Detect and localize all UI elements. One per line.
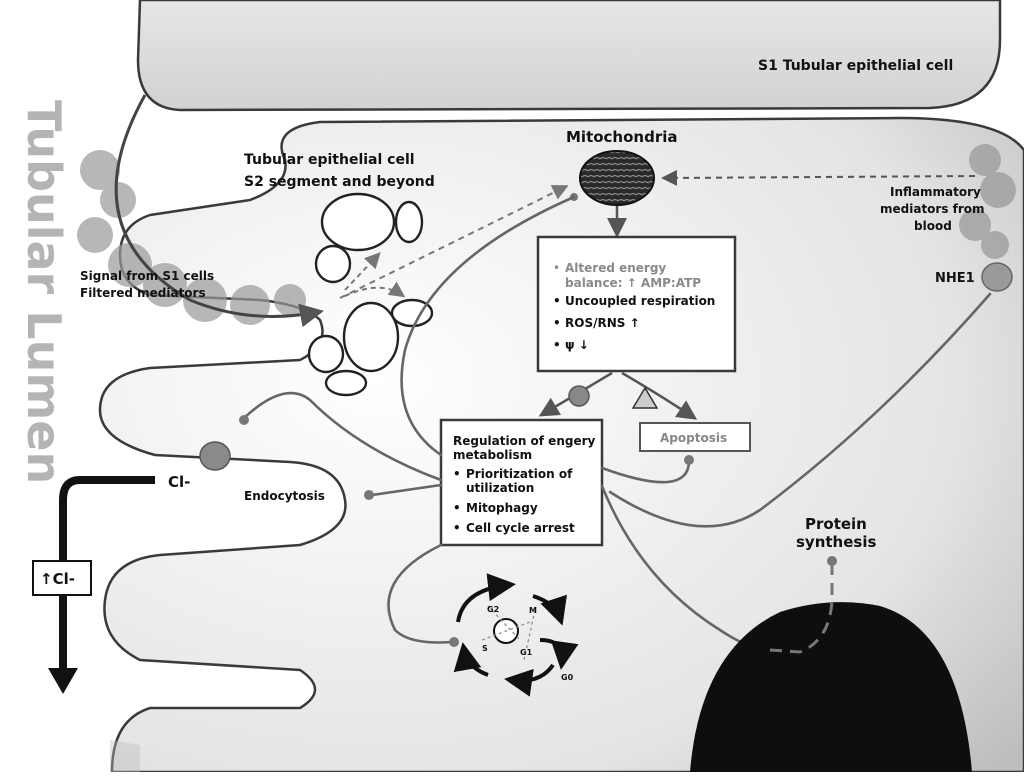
regulation-to-apoptosis-line [600, 458, 691, 484]
cycle-arrow-top [456, 573, 516, 623]
signal-to-vesicle-dashed [344, 252, 381, 291]
protein-label-line1: Protein [805, 515, 867, 533]
cycle-arrow-g0 [539, 638, 579, 670]
effects-to-apoptosis-arrow [621, 371, 698, 420]
cell-cycle-diagram: G2 M S G1 G0 [453, 573, 579, 697]
cl-flow-arrowhead [48, 668, 78, 694]
protein-synthesis-dashed [769, 565, 834, 654]
mitochondria-label: Mitochondria [566, 128, 678, 146]
nhe1-label: NHE1 [935, 271, 975, 286]
regulation-item-1b: utilization [466, 481, 534, 495]
apoptosis-box [639, 422, 751, 452]
cycle-arrow-bottom [504, 663, 555, 697]
lumen-fold-shading [110, 740, 140, 772]
cellcycle-dot [449, 637, 459, 647]
effects-bullet-1: • [553, 261, 560, 275]
phase-g0: G0 [561, 673, 574, 682]
cycle-arrow-right [532, 594, 567, 626]
mitochondria-icon [579, 150, 655, 206]
regulation-bullet-2: • [453, 501, 461, 515]
phase-s: S [482, 644, 488, 653]
lumen-label: Tubular Lumen [17, 100, 71, 484]
regulation-item-3: Cell cycle arrest [466, 521, 575, 535]
effects-bullet-4: • [553, 338, 561, 352]
hazard-triangle-icon [631, 386, 659, 409]
cl-label: Cl- [168, 473, 190, 491]
cl-channel-icon [199, 441, 231, 471]
protein-label-line2: synthesis [796, 533, 876, 551]
inflammatory-label-line3: blood [914, 219, 952, 233]
regulation-box [439, 418, 604, 547]
phase-g1: G1 [520, 648, 533, 657]
cycle-arrow-left [453, 642, 489, 677]
inflammatory-cloud [959, 144, 1016, 259]
regulation-bullet-1: • [453, 467, 461, 481]
effects-item-2: ROS/RNS ↑ [565, 316, 640, 330]
inflammatory-dashed-arrow [661, 169, 976, 186]
signal-label-line1: Signal from S1 cells [80, 269, 214, 283]
phase-m: M [529, 606, 537, 615]
mito-effects-box [536, 235, 737, 373]
regulation-title-1: Regulation of engery [453, 434, 596, 448]
effects-altered-line2: balance: ↑ AMP:ATP [565, 276, 701, 290]
regulation-to-mito-line [400, 195, 576, 457]
cl-box-label: ↑Cl- [40, 570, 75, 588]
cl-box [32, 560, 92, 596]
nhe1-to-regulation-line [608, 292, 992, 528]
endocytosis-dot [364, 490, 374, 500]
s1-cell-body [136, 0, 1002, 112]
s2-cell-label-line2: S2 segment and beyond [244, 174, 435, 190]
regulation-to-endocytosis-line [370, 483, 443, 497]
regulation-to-cellcycle-line [387, 543, 454, 644]
regulation-item-2: Mitophagy [466, 501, 538, 515]
signal-arrow [114, 94, 324, 328]
signal-to-mito-dashed [339, 185, 569, 299]
effects-item-3: ψ ↓ [565, 338, 589, 352]
apoptosis-dot [684, 455, 694, 465]
nucleus [690, 602, 972, 772]
regulation-title-2: metabolism [453, 448, 532, 462]
branch-node-icon [568, 385, 590, 407]
effects-bullet-3: • [553, 316, 561, 330]
nhe1-transporter-icon [981, 262, 1013, 292]
effects-bullet-2: • [553, 294, 561, 308]
vesicle-cluster-lower [307, 298, 434, 397]
cl-channel-dot [239, 415, 249, 425]
effects-altered-line1: Altered energy [565, 261, 666, 275]
cell-cycle-dividers [481, 605, 536, 661]
vesicle-cluster-upper [314, 192, 424, 284]
s1-cell-label: S1 Tubular epithelial cell [758, 58, 953, 74]
apoptosis-label: Apoptosis [660, 431, 727, 445]
endocytosis-label: Endocytosis [244, 489, 325, 503]
inflammatory-label-line2: mediators from [880, 202, 985, 216]
regulation-item-1a: Prioritization of [466, 467, 573, 481]
cl-flow-arrow [59, 476, 155, 670]
regulation-bullet-3: • [453, 521, 461, 535]
effects-item-1: Uncoupled respiration [565, 294, 715, 308]
regulation-to-cl-channel-line [242, 391, 443, 482]
signal-label-line2: Filtered mediators [80, 286, 206, 300]
inflammatory-label-line1: Inflammatory [890, 185, 981, 199]
phase-g2: G2 [487, 605, 499, 614]
signal-to-vesicle2-dashed [344, 281, 406, 298]
protein-dot [827, 556, 837, 566]
s2-cell-label-line1: Tubular epithelial cell [244, 152, 415, 168]
